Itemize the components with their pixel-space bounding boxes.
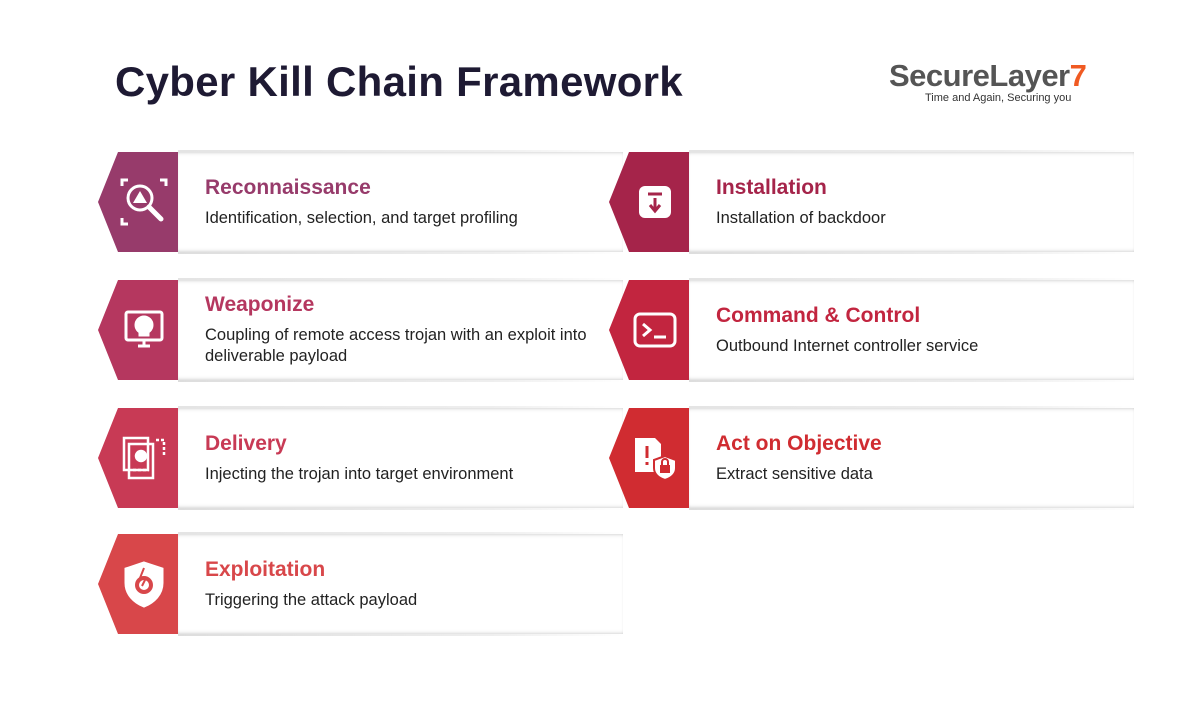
logo-number: 7 <box>1069 58 1087 93</box>
terminal-icon <box>631 306 679 354</box>
stage-badge <box>98 152 178 252</box>
stage-exploitation: Exploitation Triggering the attack paylo… <box>98 532 623 636</box>
stage-command-control: Command & Control Outbound Internet cont… <box>609 278 1134 382</box>
stage-badge <box>609 408 689 508</box>
stage-card: Exploitation Triggering the attack paylo… <box>178 532 623 636</box>
page-title: Cyber Kill Chain Framework <box>115 58 683 105</box>
stage-title: Weaponize <box>205 293 315 316</box>
stage-reconnaissance: Reconnaissance Identification, selection… <box>98 150 623 254</box>
stage-description: Installation of backdoor <box>716 208 886 227</box>
stage-badge <box>98 408 178 508</box>
stage-badge <box>98 280 178 380</box>
stage-card: Reconnaissance Identification, selection… <box>178 150 623 254</box>
stage-title: Exploitation <box>205 557 326 581</box>
stage-description: Extract sensitive data <box>716 464 873 483</box>
stage-title: Reconnaissance <box>205 175 371 199</box>
stage-installation: Installation Installation of backdoor <box>609 150 1134 254</box>
logo-tagline: Time and Again, Securing you <box>925 92 1072 104</box>
stage-description: Identification, selection, and target pr… <box>205 208 518 227</box>
document-lock-icon <box>631 434 679 482</box>
download-box-icon <box>631 178 679 226</box>
stage-title: Delivery <box>205 431 287 455</box>
stage-description: Coupling of remote access trojan with an… <box>205 326 587 365</box>
stage-badge <box>609 152 689 252</box>
stage-card: Command & Control Outbound Internet cont… <box>689 278 1134 382</box>
stage-description: Triggering the attack payload <box>205 590 418 609</box>
stage-title: Command & Control <box>716 303 921 327</box>
stage-title: Installation <box>716 175 827 199</box>
stage-description: Outbound Internet controller service <box>716 336 979 355</box>
stage-card: Weaponize Coupling of remote access troj… <box>178 278 623 382</box>
stage-description: Injecting the trojan into target environ… <box>205 464 514 483</box>
stage-act-on-objective: Act on Objective Extract sensitive data <box>609 406 1134 510</box>
stage-card: Delivery Injecting the trojan into targe… <box>178 406 623 510</box>
stage-card: Installation Installation of backdoor <box>689 150 1134 254</box>
stage-weaponize: Weaponize Coupling of remote access troj… <box>98 278 623 382</box>
stage-badge <box>98 534 178 634</box>
stage-badge <box>609 280 689 380</box>
logo-name: SecureLayer <box>889 58 1070 93</box>
monitor-skull-icon <box>120 306 168 354</box>
stage-card: Act on Objective Extract sensitive data <box>689 406 1134 510</box>
shield-gear-icon <box>120 560 168 608</box>
securelayer7-logo: SecureLayer7 Time and Again, Securing yo… <box>889 58 1087 104</box>
bug-document-icon <box>120 434 168 482</box>
stage-title: Act on Objective <box>716 431 882 455</box>
magnifier-warning-icon <box>120 178 168 226</box>
stage-delivery: Delivery Injecting the trojan into targe… <box>98 406 623 510</box>
